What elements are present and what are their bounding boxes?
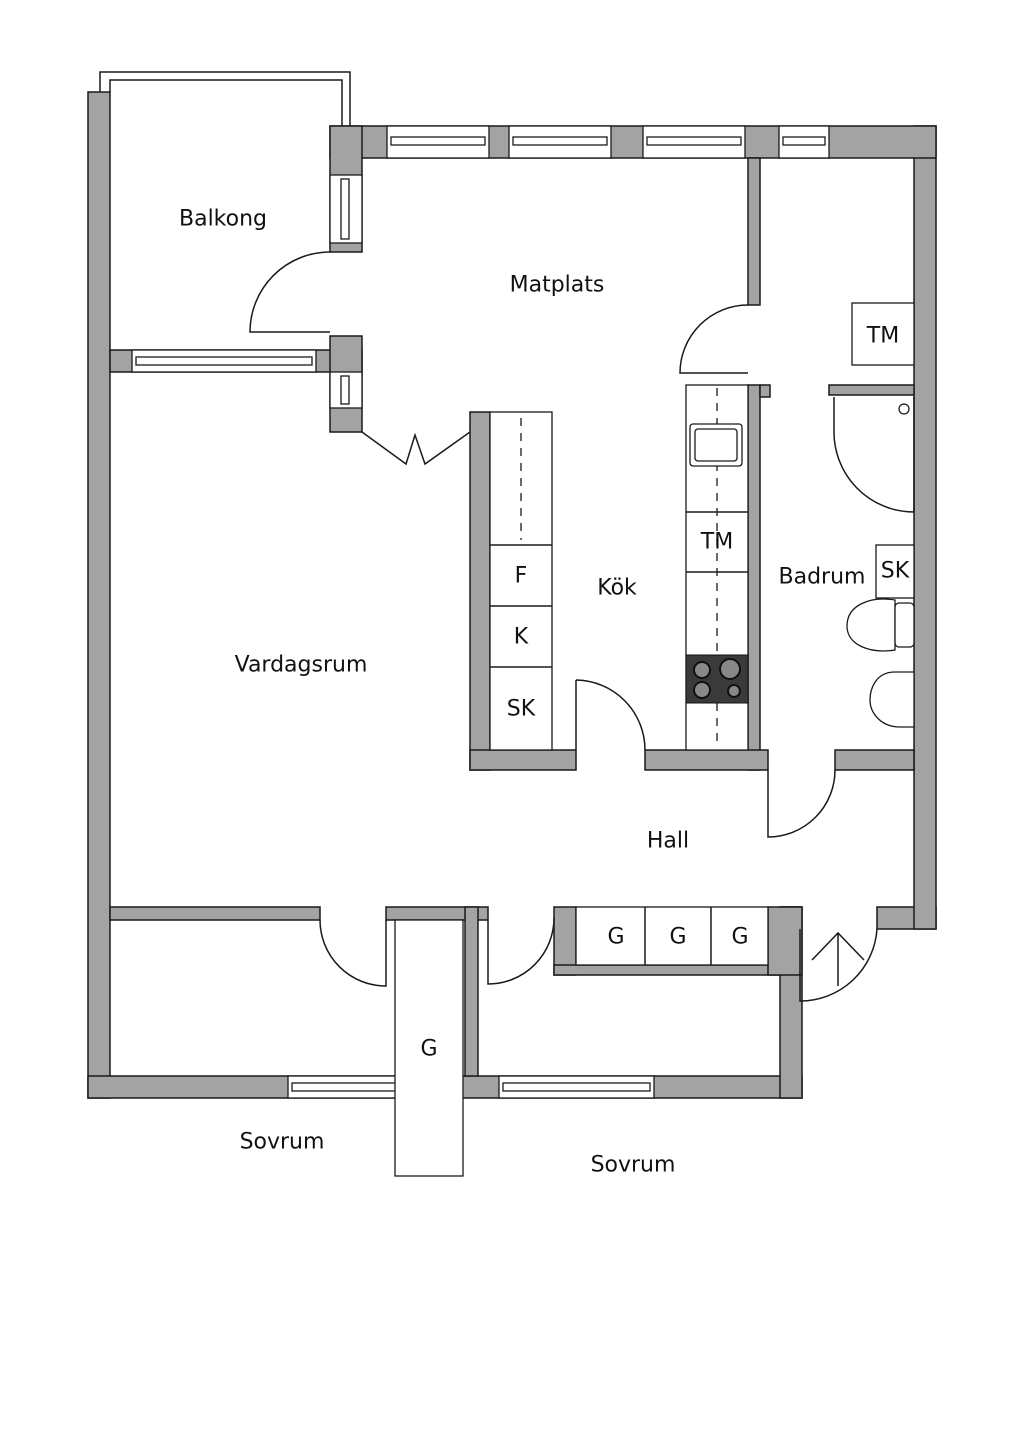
fridge-label: F xyxy=(514,563,528,589)
balcony-railing xyxy=(99,71,351,126)
wall xyxy=(469,749,577,771)
wall xyxy=(834,749,915,771)
closet-label: G xyxy=(731,924,749,950)
room-label-sovrum-2: Sovrum xyxy=(590,1152,676,1178)
wall xyxy=(87,91,111,1099)
room-label-badrum: Badrum xyxy=(778,564,866,590)
wall xyxy=(747,384,761,771)
wall xyxy=(464,906,479,1077)
wall xyxy=(553,964,781,976)
toilet-icon xyxy=(846,598,896,652)
shower-icon xyxy=(833,397,915,513)
kitchen-cabinet-label: SK xyxy=(506,696,536,722)
wall xyxy=(767,906,803,976)
doors xyxy=(249,251,878,1002)
room-label-kok: Kök xyxy=(597,575,637,601)
wall xyxy=(759,384,771,398)
closet-label: G xyxy=(607,924,625,950)
washing-machine-label: TM xyxy=(866,323,900,349)
washbasin-icon xyxy=(869,671,915,728)
freezer-label: K xyxy=(513,624,529,650)
wall xyxy=(747,157,761,306)
room-label-vardagsrum: Vardagsrum xyxy=(234,652,368,678)
closet-label: G xyxy=(420,1036,438,1062)
wall xyxy=(644,749,769,771)
bath-cabinet-label: SK xyxy=(880,558,910,584)
room-label-balkong: Balkong xyxy=(178,206,268,232)
stove-icon xyxy=(685,654,749,704)
wall xyxy=(828,384,915,396)
dishwasher-label: TM xyxy=(700,529,734,555)
closet-label: G xyxy=(669,924,687,950)
wall xyxy=(469,411,491,771)
entrance-arrow-icon xyxy=(811,931,865,986)
room-label-sovrum-1: Sovrum xyxy=(239,1129,325,1155)
room-label-hall: Hall xyxy=(646,828,690,854)
wall xyxy=(913,125,937,930)
room-label-matplats: Matplats xyxy=(509,272,605,298)
wall xyxy=(109,906,321,921)
